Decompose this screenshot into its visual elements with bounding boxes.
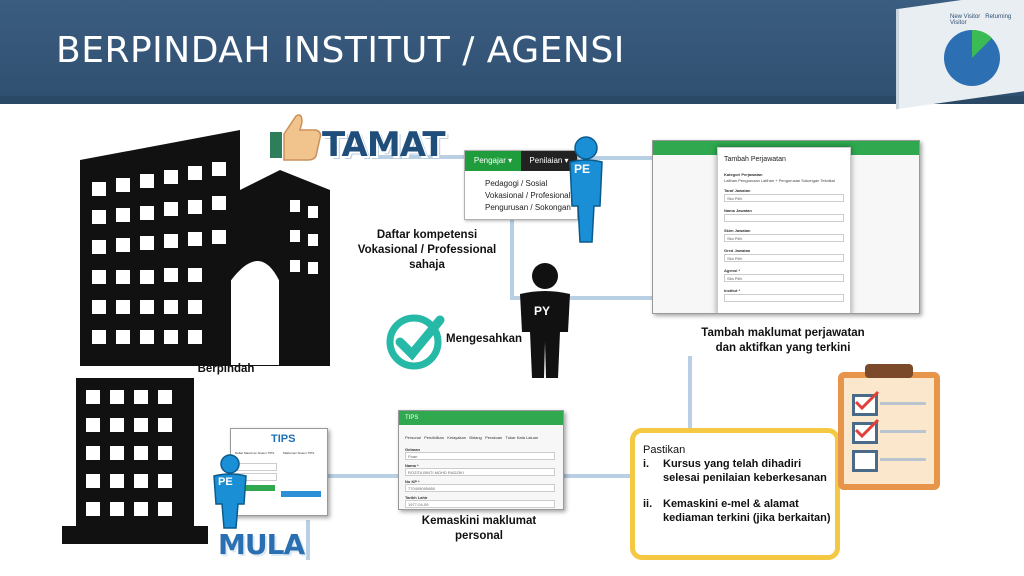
checklist-line	[880, 402, 926, 405]
personal-app-bar: TIPS	[399, 411, 563, 425]
slide-title: BERPINDAH INSTITUT / AGENSI	[56, 30, 625, 71]
checklist-line	[880, 458, 926, 461]
tab-pengajar[interactable]: Pengajar ▾	[465, 151, 521, 171]
clipboard-clip-icon	[865, 364, 913, 378]
field-label: Gelaran	[405, 447, 420, 452]
institut-select[interactable]	[724, 294, 844, 302]
tambah-perjawatan-modal: Tambah Perjawatan Kategori Perjawatan La…	[717, 147, 851, 313]
legend-new-visitor: New Visitor	[950, 14, 981, 20]
login-heading: Daftar Masuk ke Sistem TIPS	[235, 451, 275, 455]
tab-perakuan[interactable]: Perakuan	[485, 435, 503, 440]
corner-chart-legend: New Visitor Returning Visitor	[950, 14, 1024, 26]
py-badge: PY	[534, 304, 551, 318]
label-kemaskini-maklumat: Kemaskini maklumat personal	[421, 515, 537, 542]
header-bar	[0, 96, 1024, 104]
tips-logo: TIPS	[271, 433, 296, 445]
label-berpindah: Berpindah	[197, 363, 255, 375]
check-circle-icon	[386, 314, 445, 370]
label-tamat: TAMAT	[322, 125, 446, 165]
agensi-select[interactable]: Sila Pilih	[724, 274, 844, 282]
field-label: Kategori Perjawatan	[724, 172, 763, 177]
tab-pendidikan[interactable]: Pendidikan	[424, 435, 444, 440]
person-pe-top-icon	[569, 136, 603, 243]
callout-item-2-text: Kemaskini e-mel & alamat kediaman terkin…	[663, 498, 831, 524]
label-daftar-kompetensi: Daftar kompetensi Vokasional / Professio…	[357, 229, 497, 271]
connector-mula	[306, 520, 310, 560]
menu-screenshot: Pengajar ▾ Penilaian ▾ Pedagogi / Sosial…	[464, 150, 578, 220]
field-label: Taraf Jawatan	[724, 188, 751, 193]
field-label: Agensi *	[724, 268, 741, 273]
label-tambah-maklumat: Tambah maklumat perjawatan dan aktifkan …	[701, 327, 865, 354]
field-label: Gred Jawatan	[724, 248, 751, 253]
nama-input[interactable]: ROZITA BINTI MOHD RADZIKI	[405, 468, 555, 476]
corner-pie-icon	[944, 29, 1000, 86]
connector-login-personal	[324, 474, 398, 478]
checkbox-empty-icon	[852, 450, 878, 472]
tarikh-lahir-input[interactable]: 1977-04-09	[405, 500, 555, 508]
checklist-line	[880, 430, 926, 433]
login-screenshot: TIPS Daftar Masuk ke Sistem TIPS Makluma…	[230, 428, 328, 516]
menu-item-vokasional[interactable]: Vokasional / Profesional	[485, 191, 571, 200]
slide-header	[0, 0, 1024, 104]
tab-personal[interactable]: Personal	[405, 435, 421, 440]
field-label: Institut *	[724, 288, 740, 293]
callout-item-1-text: Kursus yang telah dihadiri selesai penil…	[663, 458, 827, 484]
connector-tamat	[372, 155, 442, 159]
pe-badge-bottom: PE	[218, 476, 233, 488]
label-mula: MULA	[218, 528, 305, 561]
tab-tukar-kata-laluan[interactable]: Tukar Kata Laluan	[505, 435, 539, 440]
skim-jawatan-select[interactable]: Sila Pilih	[724, 234, 844, 242]
connector-py-modal	[510, 296, 652, 300]
field-label: Nama Jawatan	[724, 208, 752, 213]
login-side-heading: Makluman Sistem TIPS	[283, 451, 315, 455]
perjawatan-screenshot: Tambah Perjawatan Kategori Perjawatan La…	[652, 140, 920, 314]
menu-tabs: Pengajar ▾ Penilaian ▾	[465, 151, 577, 171]
login-button[interactable]	[235, 485, 275, 491]
building-large-icon	[80, 130, 330, 366]
login-info-button[interactable]	[281, 491, 321, 497]
personal-tabs: Personal Pendidikan Kelayakan Bidang Per…	[405, 435, 538, 440]
pastikan-callout: Pastikan i. Kursus yang telah dihadiri s…	[630, 428, 840, 560]
label-mengesahkan: Mengesahkan	[446, 333, 523, 345]
thumbs-up-icon	[270, 114, 322, 161]
modal-title: Tambah Perjawatan	[724, 156, 786, 163]
menu-item-pedagogi[interactable]: Pedagogi / Sosial	[485, 179, 548, 188]
field-label: Skim Jawatan	[724, 228, 751, 233]
tab-penilaian[interactable]: Penilaian ▾	[521, 151, 577, 171]
legend-returning-visitor: Returning Visitor	[950, 14, 1012, 26]
connector-tamat-menu	[440, 155, 466, 159]
building-small-icon	[62, 378, 208, 544]
tab-kelayakan[interactable]: Kelayakan	[447, 435, 466, 440]
connector-menu-py	[510, 220, 514, 300]
gred-jawatan-select[interactable]: Sila Pilih	[724, 254, 844, 262]
field-label: No KP *	[405, 479, 420, 484]
taraf-jawatan-select[interactable]: Sila Pilih	[724, 194, 844, 202]
check-marks-icon	[854, 390, 880, 439]
pe-badge-top: PE	[574, 162, 591, 176]
nama-jawatan-input[interactable]	[724, 214, 844, 222]
tab-bidang[interactable]: Bidang	[469, 435, 482, 440]
menu-item-pengurusan[interactable]: Pengurusan / Sokongan	[485, 203, 571, 212]
callout-heading: Pastikan	[643, 444, 686, 456]
person-py-icon	[520, 263, 570, 378]
connector-menu-modal	[586, 156, 656, 160]
kategori-options[interactable]: Latihan Pengurusan Latihan + Pengurusan …	[724, 178, 835, 183]
personal-screenshot: TIPS Personal Pendidikan Kelayakan Bidan…	[398, 410, 564, 510]
connector-personal-callout	[560, 474, 632, 478]
field-label: Tarikh Lahir	[405, 495, 428, 500]
no-kp-input[interactable]: 770409095488	[405, 484, 555, 492]
callout-item-2-num: ii.	[643, 498, 653, 510]
connector-modal-callout	[688, 356, 692, 432]
field-label: Nama *	[405, 463, 419, 468]
gelaran-input[interactable]: Puan	[405, 452, 555, 460]
callout-item-1-num: i.	[643, 458, 650, 470]
person-pe-bottom-icon	[213, 454, 247, 529]
